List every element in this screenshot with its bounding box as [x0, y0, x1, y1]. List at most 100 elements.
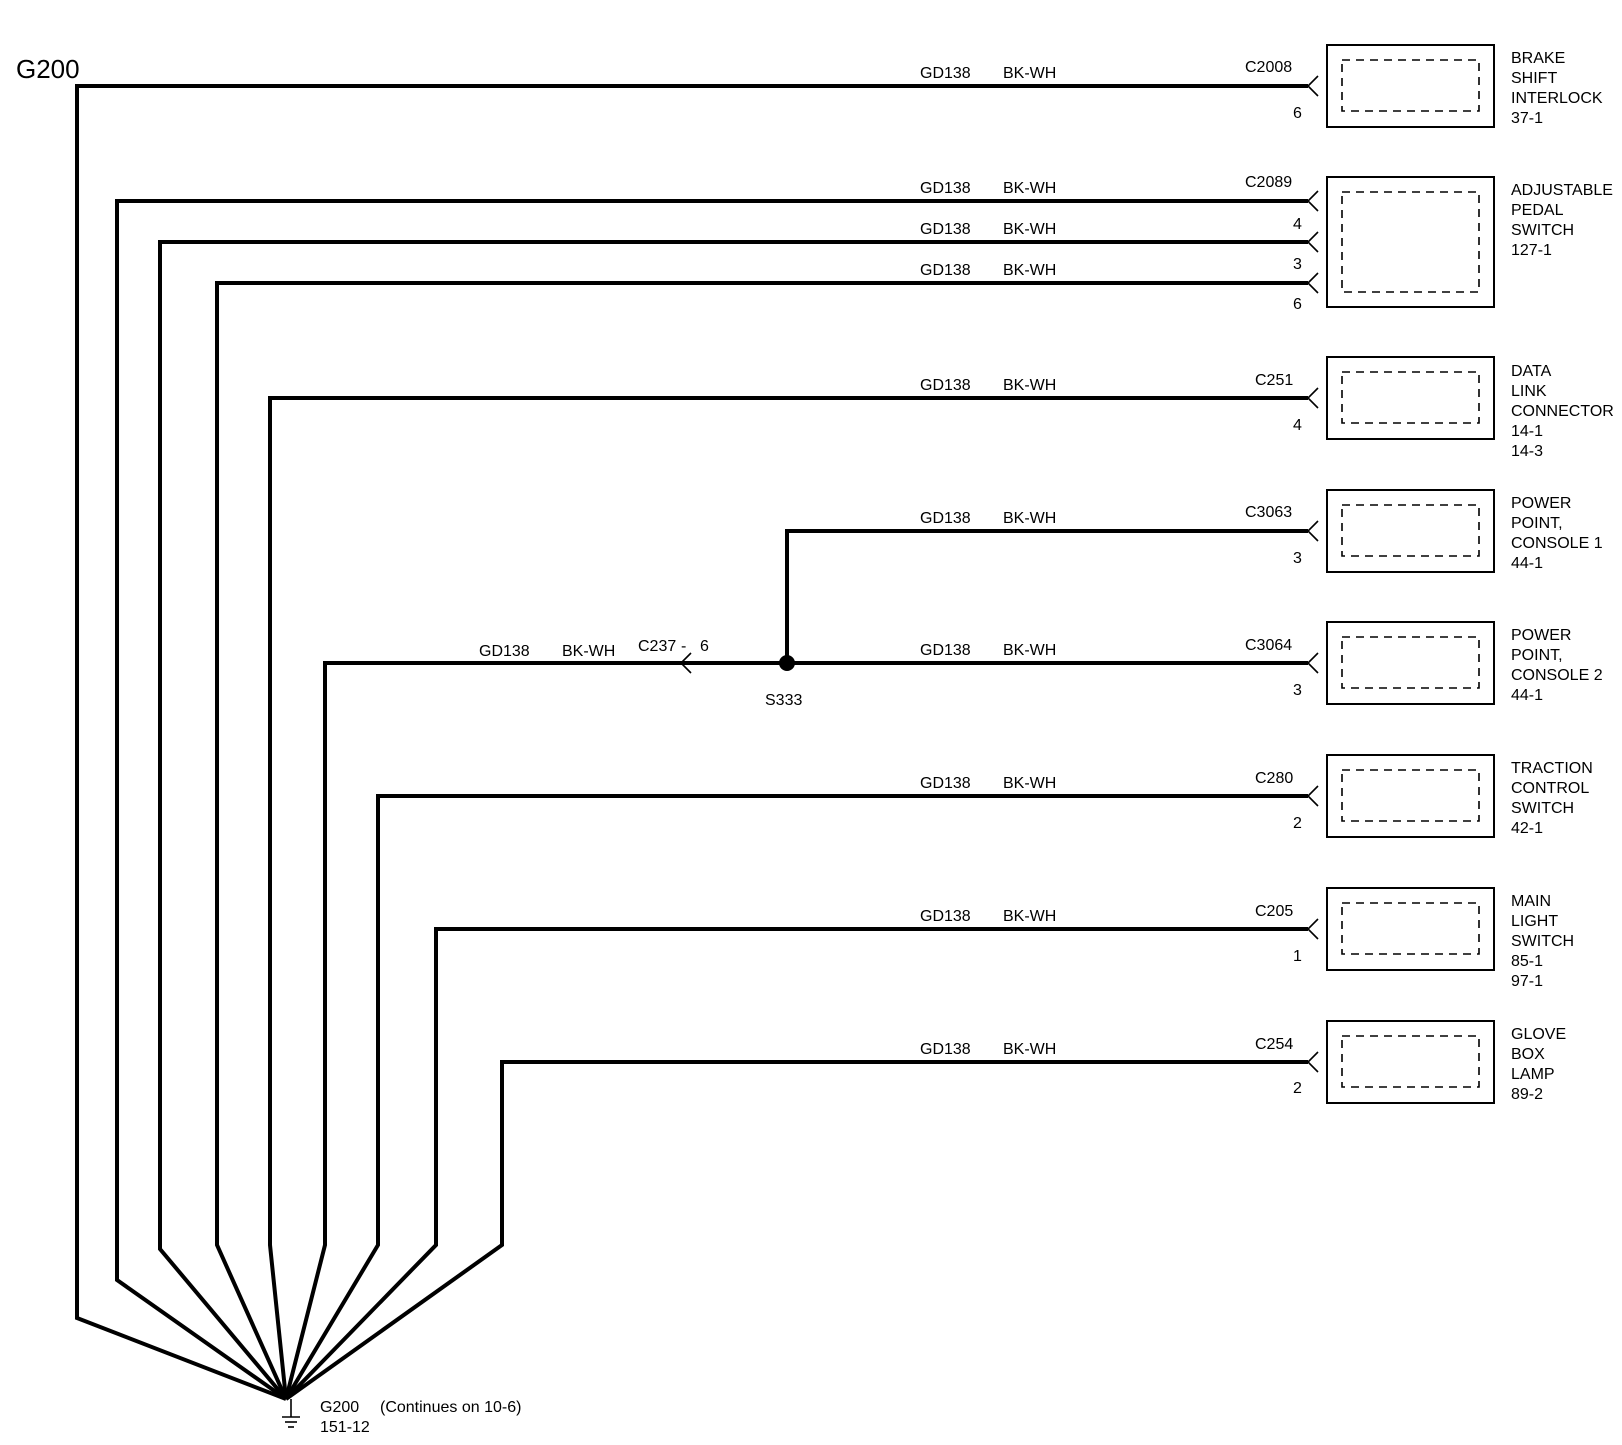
wire-color-label: BK-WH	[1003, 642, 1056, 659]
inline-connector-pin: 6	[700, 638, 709, 655]
branch-main-light-switch: GD138 BK-WH C205 1 MAIN LIGHT SWITCH 85-…	[920, 887, 1579, 990]
connector-label: C280	[1255, 770, 1293, 787]
connector-label: C254	[1255, 1036, 1293, 1053]
component-box	[1326, 176, 1495, 308]
wire-color-label: BK-WH	[1003, 908, 1056, 925]
connector-arrow-icon	[1306, 387, 1319, 409]
pin-label: 3	[1293, 256, 1302, 273]
component-label: MAIN LIGHT SWITCH 85-1 97-1	[1511, 893, 1579, 990]
pin-label: 6	[1293, 296, 1302, 313]
branch-power-point-console-2: GD138 BK-WH C3064 3 POWER POINT, CONSOLE…	[920, 621, 1607, 705]
component-label: TRACTION CONTROL SWITCH 42-1	[1511, 760, 1597, 837]
component-label: BRAKE SHIFT INTERLOCK 37-1	[1511, 50, 1607, 127]
branch-glove-box-lamp: GD138 BK-WH C254 2 GLOVE BOX LAMP 89-2	[920, 1020, 1571, 1104]
component-dashed-box	[1341, 1035, 1480, 1088]
wire-traction-control-switch	[284, 794, 1308, 1401]
wire-data-link-connector	[268, 396, 1308, 1400]
wire-power-point-console-2	[284, 661, 1308, 1400]
wire-circuit-label: GD138	[920, 180, 971, 197]
wire-color-label: BK-WH	[1003, 775, 1056, 792]
component-dashed-box	[1341, 769, 1480, 822]
pin-label: 4	[1293, 417, 1302, 434]
pin-label: 4	[1293, 216, 1302, 233]
wire-color-label: BK-WH	[1003, 262, 1056, 279]
ground-note: (Continues on 10-6)	[380, 1399, 521, 1416]
inline-connector-c237-arrow-icon	[679, 652, 692, 674]
component-box	[1326, 356, 1495, 440]
wire-glove-box-lamp	[284, 1060, 1308, 1401]
wire-circuit-label: GD138	[920, 775, 971, 792]
wire-circuit-label: GD138	[920, 221, 971, 238]
wire-circuit-label: GD138	[920, 510, 971, 527]
branch-traction-control-switch: GD138 BK-WH C280 2 TRACTION CONTROL SWIT…	[920, 754, 1597, 838]
wire-color-label: BK-WH	[1003, 510, 1056, 527]
wire-color-label: BK-WH	[1003, 180, 1056, 197]
connector-label: C205	[1255, 903, 1293, 920]
ground-icon	[282, 1399, 300, 1428]
connector-arrow-icon	[1306, 190, 1319, 212]
connector-arrow-icon	[1306, 1051, 1319, 1073]
pin-label: 2	[1293, 1080, 1302, 1097]
component-label: POWER POINT, CONSOLE 2 44-1	[1511, 627, 1607, 704]
connector-label: C2008	[1245, 59, 1292, 76]
connector-arrow-icon	[1306, 918, 1319, 940]
inline-connector-label: C237	[638, 638, 676, 655]
connector-arrow-icon	[1306, 272, 1319, 294]
wire-main-light-switch	[284, 927, 1308, 1401]
component-label: GLOVE BOX LAMP 89-2	[1511, 1026, 1571, 1103]
component-label: DATA LINK CONNECTOR 14-1 14-3	[1511, 363, 1618, 460]
wire-color-label: BK-WH	[1003, 221, 1056, 238]
inline-connector-dash: -	[681, 638, 686, 655]
branch-power-point-console-1: GD138 BK-WH C3063 3 POWER POINT, CONSOLE…	[920, 489, 1607, 573]
wire-color-label: BK-WH	[1003, 377, 1056, 394]
pin-label: 3	[1293, 550, 1302, 567]
connector-arrow-icon	[1306, 75, 1319, 97]
wire-adjustable-pedal-pin4	[115, 199, 1308, 1401]
wire-power-point-console-1	[785, 529, 1308, 663]
wire-adjustable-pedal-pin3	[158, 240, 1308, 1401]
branch-adjustable-pedal-switch: GD138 BK-WH GD138 BK-WH GD138 BK-WH C208…	[920, 174, 1617, 313]
branch-brake-shift-interlock: GD138 BK-WH C2008 6 BRAKE SHIFT INTERLOC…	[920, 44, 1607, 128]
connector-label: C251	[1255, 372, 1293, 389]
pin-label: 2	[1293, 815, 1302, 832]
ground-label: G200	[320, 1399, 359, 1416]
pin-label: 3	[1293, 682, 1302, 699]
component-dashed-box	[1341, 59, 1480, 112]
component-box	[1326, 887, 1495, 971]
pin-label: 1	[1293, 948, 1302, 965]
branch-data-link-connector: GD138 BK-WH C251 4 DATA LINK CONNECTOR 1…	[920, 356, 1618, 460]
wire-circuit-label: GD138	[920, 908, 971, 925]
component-dashed-box	[1341, 504, 1480, 557]
wire-circuit-label: GD138	[920, 377, 971, 394]
connector-arrow-icon	[1306, 231, 1319, 253]
wire-circuit-label: GD138	[920, 1041, 971, 1058]
wire-brake-shift-interlock	[75, 84, 1308, 1401]
wire-circuit-label: GD138	[920, 642, 971, 659]
component-label: ADJUSTABLE PEDAL SWITCH 127-1	[1511, 182, 1617, 259]
connector-arrow-icon	[1306, 652, 1319, 674]
wire-circuit-label: GD138	[920, 65, 971, 82]
connector-arrow-icon	[1306, 520, 1319, 542]
component-box	[1326, 44, 1495, 128]
wire-color-label: BK-WH	[1003, 65, 1056, 82]
wire-color-label: BK-WH	[1003, 1041, 1056, 1058]
component-box	[1326, 621, 1495, 705]
connector-label: C2089	[1245, 174, 1292, 191]
connector-label: C3063	[1245, 504, 1292, 521]
wire-adjustable-pedal-pin6	[215, 281, 1308, 1400]
connector-label: C3064	[1245, 637, 1292, 654]
diagram-title: G200	[16, 54, 80, 84]
component-dashed-box	[1341, 902, 1480, 955]
component-box	[1326, 1020, 1495, 1104]
splice-s333	[779, 655, 795, 671]
component-dashed-box	[1341, 636, 1480, 689]
wire-circuit-label: GD138	[920, 262, 971, 279]
component-label: POWER POINT, CONSOLE 1 44-1	[1511, 495, 1607, 572]
wire-color-label: BK-WH	[562, 643, 615, 660]
pin-label: 6	[1293, 105, 1302, 122]
component-box	[1326, 489, 1495, 573]
component-box	[1326, 754, 1495, 838]
component-dashed-box	[1341, 371, 1480, 424]
